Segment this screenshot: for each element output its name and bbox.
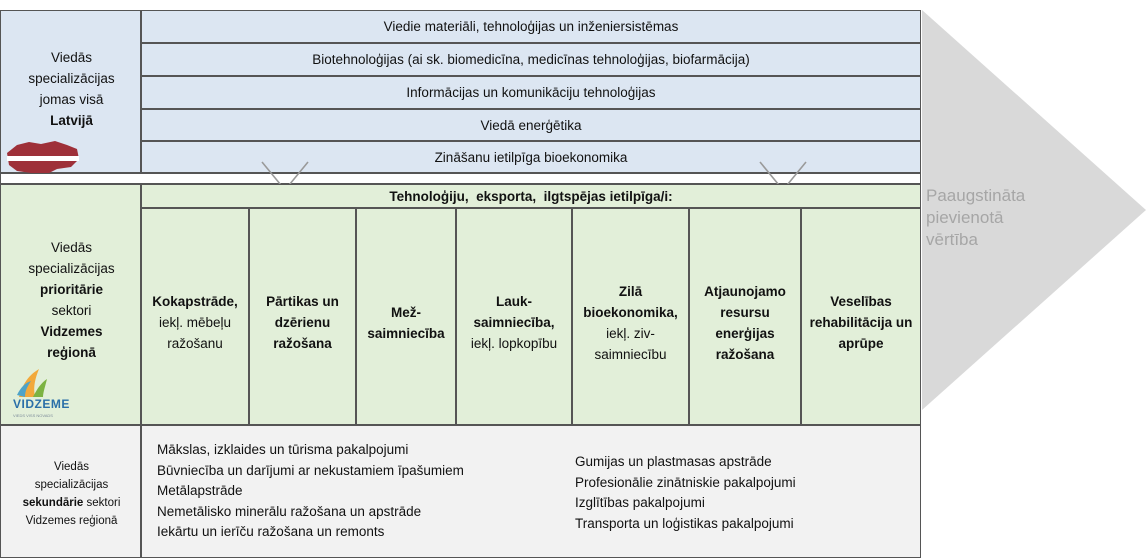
secondary-label-after: sektori [83,497,121,509]
list-item: Iekārtu un ierīču ražošana un remonts [157,524,385,539]
list-item: Metālapstrāde [157,483,243,498]
vidzeme-label-line: sektori [51,303,92,318]
sector-note-line: saimniecību [594,346,667,362]
sector-column: Pārtikas un dzērienu ražošana [249,208,356,425]
latvia-band: Viedie materiāli, tehnoloģijas un inženi… [141,10,921,43]
sector-title-line: bioekonomika, [583,304,678,320]
sector-column: Lauk-saimniecība, iekļ. lopkopību [456,208,572,425]
vidzeme-label-line: prioritārie [39,282,104,297]
vidzeme-logo-subtext: VIEDS VISS NOVADS [13,413,53,418]
list-item: Transporta un loģistikas pakalpojumi [575,515,794,531]
list-item: Mākslas, izklaides un tūrisma pakalpojum… [157,442,409,457]
secondary-label-line: Viedās [54,461,89,473]
secondary-label-line: Vidzemes reģionā [25,515,118,527]
vidzeme-label-line: specializācijas [28,261,115,276]
secondary-label-cell: Viedās specializācijas sekundārie sektor… [0,425,141,558]
secondary-label-bold: sekundārie [22,497,84,509]
latvia-band: Biotehnoloģijas (ai sk. biomedicīna, med… [141,43,921,76]
sector-title-line: Kokapstrāde, [152,294,238,309]
sector-column: Veselības rehabilitācija un aprūpe [801,208,921,425]
vidzeme-label-line: Vidzemes [40,324,103,339]
latvia-band: Zināšanu ietilpīga bioekonomika [141,141,921,173]
sector-title-line: Pārtikas un [266,294,339,309]
sector-title-line: Atjaunojamo [704,283,786,299]
latvia-band: Viedā enerģētika [141,109,921,141]
sector-note-line: iekļ. ziv- [606,325,655,341]
secondary-label-line: specializācijas [34,479,109,491]
sector-title-line: Mež- [390,304,421,320]
latvia-label-line: jomas visā [39,92,104,107]
sector-title-line: resursu [720,304,770,320]
latvia-label-cell: Viedās specializācijas jomas visā Latvij… [0,10,141,175]
list-item: Būvniecība un darījumi ar nekustamiem īp… [157,462,464,478]
sector-column: Kokapstrāde, iekļ. mēbeļu ražošanu [141,208,249,425]
sector-note-line: iekļ. mēbeļu [158,315,232,330]
vidzeme-label-line: reģionā [47,345,96,360]
sector-title-line: saimniecība [367,325,445,341]
sector-title-line: rehabilitācija un [809,315,913,330]
list-item: Profesionālie zinātniskie pakalpojumi [575,474,796,490]
latvia-label-bold: Latvijā [50,113,93,128]
vidzeme-logo-text: VIDZEME [13,397,70,411]
sector-title-line: ražošana [273,336,332,351]
latvia-label-line: Viedās [50,50,93,65]
sector-title-line: Zilā [618,283,643,299]
secondary-list-right: Gumijas un plastmasas apstrāde Profesion… [575,452,796,534]
list-item: Nemetālisko minerālu ražošana un apstrād… [157,503,422,519]
list-item: Izglītības pakalpojumi [575,495,705,510]
latvia-label-line: specializācijas [28,71,115,86]
sector-title-line: ražošana [715,346,775,362]
secondary-list-left: Mākslas, izklaides un tūrisma pakalpojum… [157,440,464,543]
sector-title-line: dzērienu [274,315,331,330]
vidzeme-logo-icon [17,369,47,397]
vidzeme-logo: VIDZEME VIEDS VISS NOVADS [9,365,99,421]
sector-column: Atjaunojamo resursu enerģijas ražošana [689,208,801,425]
sector-title-line: Lauk- [495,294,532,309]
latvia-band: Informācijas un komunikāciju tehnoloģija… [141,76,921,109]
section-gap [0,173,921,184]
sector-column: Mež-saimniecība [356,208,456,425]
secondary-content-cell: Mākslas, izklaides un tūrisma pakalpojum… [141,425,921,558]
vidzeme-label-cell: Viedās specializācijas prioritārie sekto… [0,184,141,425]
sector-title-line: saimniecība, [473,315,555,330]
latvia-map-icon [7,141,79,175]
sector-column: Zilā bioekonomika, iekļ. ziv-saimniecību [572,208,689,425]
sector-title-line: aprūpe [838,336,884,351]
sector-note-line: iekļ. lopkopību [470,336,558,351]
sector-title-line: Veselības [830,294,892,309]
sector-title-line: enerģijas [715,325,775,341]
arrow-label: Paaugstināta pievienotā vērtība [926,186,1026,249]
vidzeme-label-line: Viedās [50,240,93,255]
vidzeme-header: Tehnoloģiju, eksporta, ilgtspējas ietilp… [141,184,921,208]
list-item: Gumijas un plastmasas apstrāde [575,454,772,469]
sector-note-line: ražošanu [167,336,223,351]
